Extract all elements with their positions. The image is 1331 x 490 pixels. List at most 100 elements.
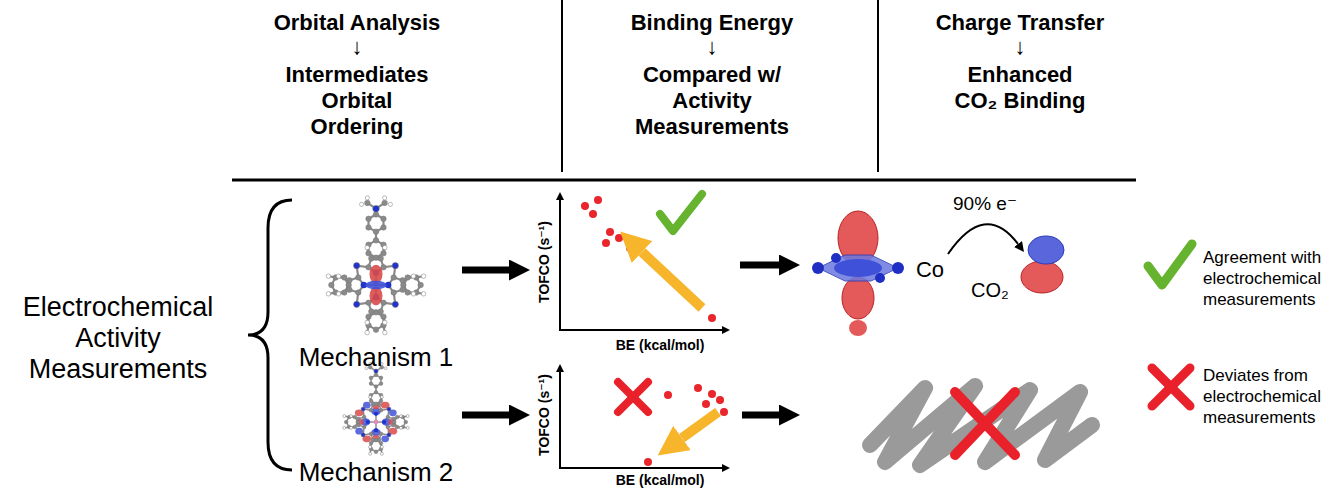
axis-label: TOFCO (s⁻¹) <box>536 374 552 456</box>
atom <box>366 216 372 222</box>
legend-text: Deviates from electrochemical measuremen… <box>1203 365 1327 428</box>
charge-transfer-panel: 90% e⁻CoCO₂ <box>800 190 1090 340</box>
node-label: Co <box>916 257 944 282</box>
atom <box>392 263 398 269</box>
atom <box>362 415 366 419</box>
atom <box>369 256 375 262</box>
column-header: ↓ <box>990 34 1050 60</box>
atom <box>342 290 348 296</box>
atom <box>406 415 409 418</box>
trend-arrow <box>642 252 702 308</box>
atom <box>369 309 375 315</box>
atom <box>356 275 362 281</box>
data-points <box>644 384 728 466</box>
atom <box>399 426 402 429</box>
atom <box>373 327 379 333</box>
atom <box>369 376 373 380</box>
atom <box>365 330 369 334</box>
curly-brace <box>248 200 292 470</box>
chart-axes <box>560 372 722 468</box>
atom <box>373 212 379 218</box>
atom <box>366 225 372 231</box>
atom <box>350 415 353 418</box>
atom <box>380 452 383 455</box>
atom <box>369 399 373 403</box>
cobalt-atom <box>374 420 379 425</box>
node-label: 90% e⁻ <box>953 193 1017 215</box>
atom <box>369 432 373 436</box>
axis-label: BE (kcal/mol) <box>616 472 705 488</box>
atom <box>399 415 402 418</box>
axis-label: TOFCO (s⁻¹) <box>536 221 552 303</box>
porphyrin-molecule <box>326 196 426 335</box>
flow-arrow <box>740 262 779 269</box>
atom <box>369 408 373 412</box>
atom <box>392 423 396 427</box>
atom <box>365 245 369 249</box>
atom <box>360 202 364 206</box>
column-header: Charge Transfer <box>895 10 1145 36</box>
atom <box>395 415 399 419</box>
atom <box>392 301 398 307</box>
atom <box>379 408 383 412</box>
atom <box>366 300 372 306</box>
atom <box>329 282 335 288</box>
atom <box>391 290 397 296</box>
cross-mark <box>1152 368 1190 406</box>
atom <box>381 216 387 222</box>
co2-orbital <box>1021 236 1064 293</box>
atom <box>336 274 340 278</box>
atom <box>386 415 390 419</box>
cross-mark <box>618 382 648 412</box>
nitrogen-atom <box>374 428 378 432</box>
atom <box>378 309 384 315</box>
chart-panel: TOFCO (s⁻¹)BE (kcal/mol) <box>530 190 740 355</box>
scribble <box>870 386 1092 465</box>
flow-arrow <box>462 412 509 419</box>
atom <box>336 292 340 296</box>
atom <box>344 420 348 424</box>
atom <box>326 274 330 278</box>
column-divider <box>877 0 879 172</box>
atom <box>388 202 392 206</box>
atom <box>354 263 360 269</box>
atom <box>404 420 408 424</box>
atom <box>326 292 330 296</box>
check-mark <box>660 194 702 231</box>
atom <box>381 314 387 320</box>
transfer-arrow <box>948 224 1018 254</box>
atom <box>374 450 378 454</box>
atom <box>354 301 360 307</box>
atom <box>373 205 380 212</box>
atom <box>379 399 383 403</box>
node-label: Mechanism 2 <box>299 458 454 488</box>
flow-arrow <box>742 412 779 419</box>
atom <box>347 287 353 293</box>
column-header: Enhanced CO₂ Binding <box>948 62 1093 114</box>
legend-text: Agreement with electrochemical measureme… <box>1203 247 1327 310</box>
atom <box>383 196 387 200</box>
atom <box>369 445 372 448</box>
atom <box>347 278 353 284</box>
atom <box>400 278 406 284</box>
atom <box>365 196 369 200</box>
atom <box>391 275 397 281</box>
atom <box>405 275 411 281</box>
atom <box>379 432 383 436</box>
column-header: Intermediates Orbital Ordering <box>280 62 435 140</box>
atom <box>374 373 378 377</box>
atom <box>421 274 425 278</box>
atom <box>365 320 369 324</box>
atom <box>356 423 360 427</box>
atom <box>369 396 372 399</box>
atom <box>382 200 388 206</box>
atom <box>377 438 381 442</box>
mechanism-panel: Mechanism 2 <box>290 365 462 490</box>
atom <box>386 425 390 429</box>
atom <box>374 390 378 394</box>
atom <box>383 330 387 334</box>
flow-arrow <box>462 267 509 274</box>
nitrogen-atom <box>374 412 378 416</box>
atom <box>378 256 384 262</box>
data-points <box>581 196 716 322</box>
